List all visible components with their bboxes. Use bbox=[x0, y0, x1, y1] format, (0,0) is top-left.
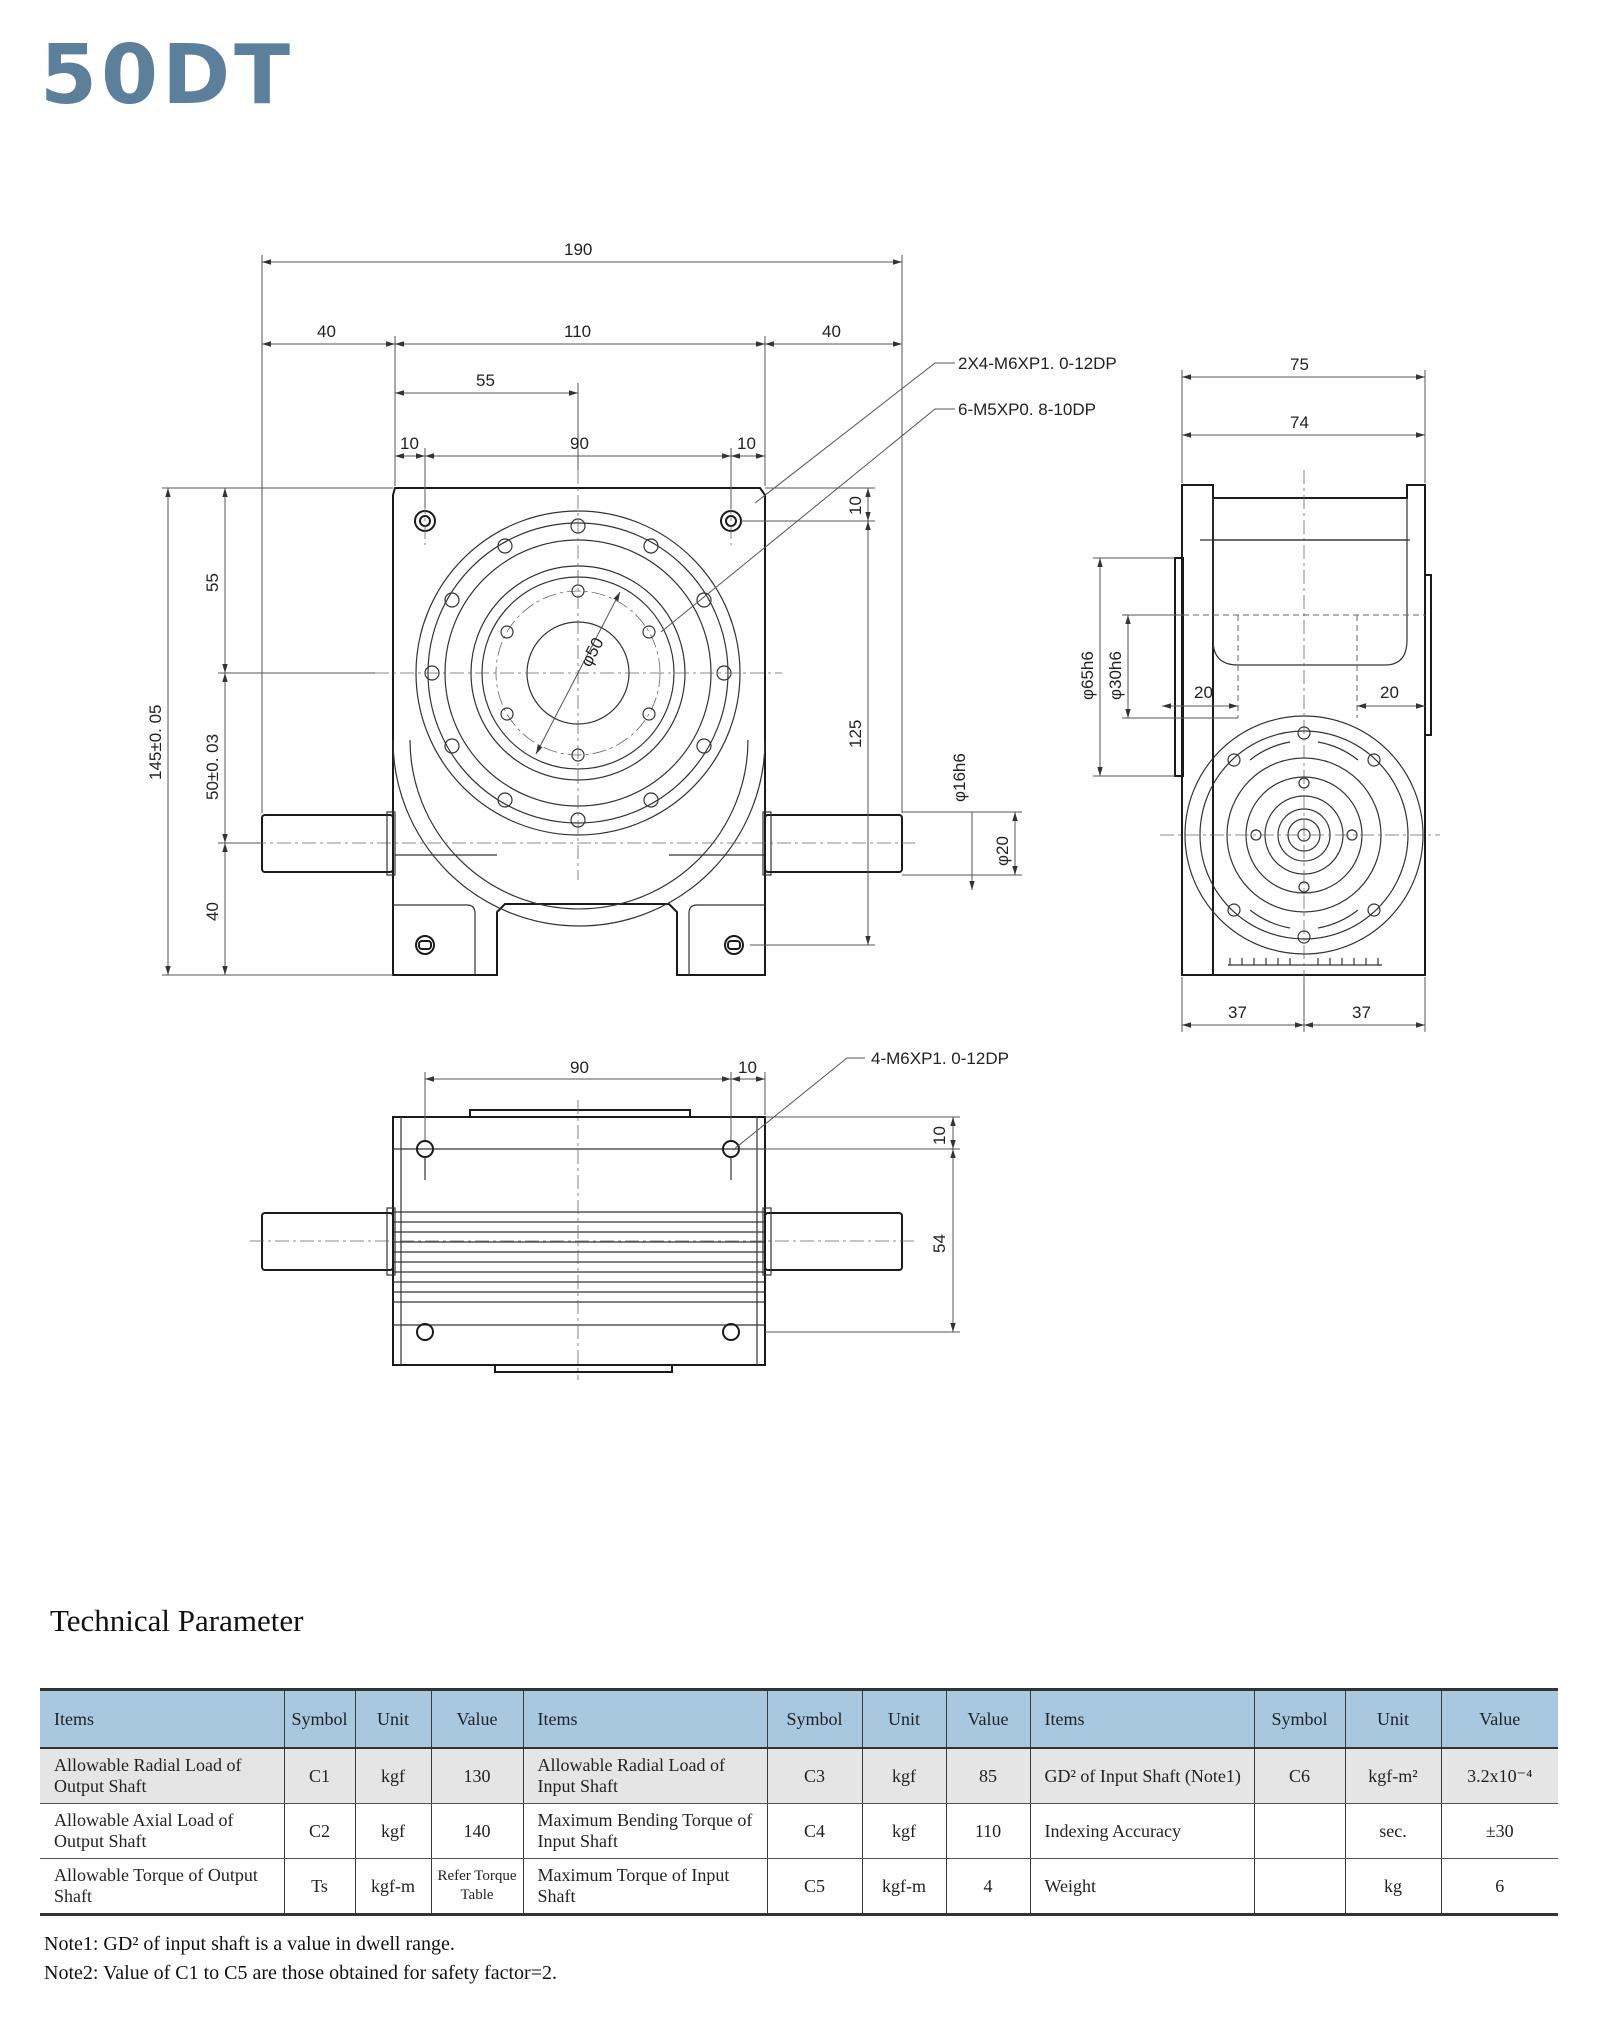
dim-hole-offset-right: 10 bbox=[737, 434, 756, 453]
table-row: Allowable Radial Load of Output Shaft C1… bbox=[40, 1748, 1558, 1804]
table-row: Allowable Torque of Output Shaft Ts kgf-… bbox=[40, 1858, 1558, 1916]
table-cell: ±30 bbox=[1440, 1803, 1558, 1859]
table-cell: kgf bbox=[861, 1803, 946, 1859]
bottom-view: 90 10 10 54 4-M6XP1. 0-12DP bbox=[250, 1049, 1009, 1380]
header-items: Items bbox=[522, 1688, 767, 1749]
dim-bottom-top-offset: 10 bbox=[930, 1126, 949, 1145]
dim-side-bottom-left: 37 bbox=[1228, 1003, 1247, 1022]
dim-hole-offset-left: 10 bbox=[400, 434, 419, 453]
dim-input-flange: φ20 bbox=[993, 836, 1012, 866]
table-cell: 110 bbox=[945, 1803, 1030, 1859]
table-header-row: Items Symbol Unit Value Items Symbol Uni… bbox=[40, 1688, 1558, 1749]
dim-bottom-hole-pitch: 90 bbox=[570, 1058, 589, 1077]
table-cell bbox=[1253, 1858, 1345, 1916]
notes: Note1: GD² of input shaft is a value in … bbox=[44, 1930, 557, 1988]
note-2: Note2: Value of C1 to C5 are those obtai… bbox=[44, 1962, 557, 1984]
dim-side-width: 75 bbox=[1290, 355, 1309, 374]
dim-side-right-offset: 20 bbox=[1380, 683, 1399, 702]
dim-half: 55 bbox=[476, 371, 495, 390]
dim-upper: 55 bbox=[203, 573, 222, 592]
dim-left: 40 bbox=[317, 322, 336, 341]
header-symbol: Symbol bbox=[766, 1688, 862, 1749]
table-cell: Allowable Axial Load of Output Shaft bbox=[40, 1803, 284, 1859]
dim-hole-pitch: 90 bbox=[570, 434, 589, 453]
table-cell: 85 bbox=[945, 1748, 1030, 1804]
header-value: Value bbox=[430, 1688, 523, 1749]
dim-side-left-offset: 20 bbox=[1194, 683, 1213, 702]
table-cell: Allowable Radial Load of Output Shaft bbox=[40, 1748, 284, 1804]
callout-flange-holes: 6-M5XP0. 8-10DP bbox=[958, 400, 1096, 419]
table-cell: 3.2x10⁻⁴ bbox=[1440, 1748, 1558, 1804]
table-cell: kgf-m bbox=[354, 1858, 431, 1916]
table-cell: 130 bbox=[430, 1748, 523, 1804]
table-cell: Allowable Torque of Output Shaft bbox=[40, 1858, 284, 1916]
table-cell: 140 bbox=[430, 1803, 523, 1859]
table-cell: kgf bbox=[861, 1748, 946, 1804]
model-title: 50DT bbox=[40, 28, 295, 123]
header-items: Items bbox=[1029, 1688, 1254, 1749]
header-value: Value bbox=[1440, 1688, 1558, 1749]
table-cell: C6 bbox=[1253, 1748, 1345, 1804]
note-1: Note1: GD² of input shaft is a value in … bbox=[44, 1933, 455, 1955]
dim-side-inner-width: 74 bbox=[1290, 413, 1309, 432]
table-cell: Indexing Accuracy bbox=[1029, 1803, 1254, 1859]
dim-overall-width: 190 bbox=[564, 240, 592, 259]
header-unit: Unit bbox=[861, 1688, 946, 1749]
dim-hole-vertical: 125 bbox=[846, 720, 865, 748]
pcd-label: φ50 bbox=[577, 635, 608, 670]
dim-input-shaft: φ16h6 bbox=[950, 753, 969, 802]
table-cell: Weight bbox=[1029, 1858, 1254, 1916]
dim-flange-diameter: φ65h6 bbox=[1078, 651, 1097, 700]
header-value: Value bbox=[945, 1688, 1030, 1749]
dim-pilot-diameter: φ30h6 bbox=[1106, 651, 1125, 700]
header-unit: Unit bbox=[354, 1688, 431, 1749]
table-cell: kgf bbox=[354, 1803, 431, 1859]
header-symbol: Symbol bbox=[1253, 1688, 1345, 1749]
table-cell: Ts bbox=[283, 1858, 355, 1916]
dim-overall-height: 145±0. 05 bbox=[146, 704, 165, 780]
technical-parameter-table: Items Symbol Unit Value Items Symbol Uni… bbox=[40, 1688, 1558, 1916]
table-cell: Refer Torque Table bbox=[430, 1858, 523, 1916]
header-unit: Unit bbox=[1344, 1688, 1441, 1749]
table-cell: Maximum Bending Torque of Input Shaft bbox=[522, 1803, 767, 1859]
technical-drawing: φ50 bbox=[146, 240, 1440, 1380]
table-cell: kgf-m bbox=[861, 1858, 946, 1916]
table-cell: Maximum Torque of Input Shaft bbox=[522, 1858, 767, 1916]
dim-right: 40 bbox=[822, 322, 841, 341]
table-cell: GD² of Input Shaft (Note1) bbox=[1029, 1748, 1254, 1804]
dim-side-bottom-right: 37 bbox=[1352, 1003, 1371, 1022]
dim-center: 50±0. 03 bbox=[203, 734, 222, 800]
table-cell: C5 bbox=[766, 1858, 862, 1916]
table-cell: kgf bbox=[354, 1748, 431, 1804]
dim-top-offset: 10 bbox=[846, 496, 865, 515]
table-cell: C2 bbox=[283, 1803, 355, 1859]
dim-bottom-height: 54 bbox=[930, 1234, 949, 1253]
table-cell: sec. bbox=[1344, 1803, 1441, 1859]
callout-body-holes: 2X4-M6XP1. 0-12DP bbox=[958, 354, 1117, 373]
table-cell: kg bbox=[1344, 1858, 1441, 1916]
dim-body: 110 bbox=[564, 322, 591, 341]
table-row: Allowable Axial Load of Output Shaft C2 … bbox=[40, 1803, 1558, 1859]
header-symbol: Symbol bbox=[283, 1688, 355, 1749]
table-cell: Allowable Radial Load of Input Shaft bbox=[522, 1748, 767, 1804]
table-cell: kgf-m² bbox=[1344, 1748, 1441, 1804]
table-cell: 6 bbox=[1440, 1858, 1558, 1916]
callout-bottom-holes: 4-M6XP1. 0-12DP bbox=[871, 1049, 1009, 1068]
table-cell: 4 bbox=[945, 1858, 1030, 1916]
dim-bottom-hole-offset: 10 bbox=[738, 1058, 757, 1077]
table-cell bbox=[1253, 1803, 1345, 1859]
dim-lower: 40 bbox=[203, 902, 222, 921]
technical-parameter-heading: Technical Parameter bbox=[50, 1603, 304, 1638]
side-view: 75 74 φ65h6 φ30h6 20 20 37 37 bbox=[1078, 355, 1440, 1032]
header-items: Items bbox=[40, 1688, 284, 1749]
table-cell: C1 bbox=[283, 1748, 355, 1804]
table-cell: C4 bbox=[766, 1803, 862, 1859]
table-cell: C3 bbox=[766, 1748, 862, 1804]
front-view: φ50 bbox=[146, 240, 1117, 976]
